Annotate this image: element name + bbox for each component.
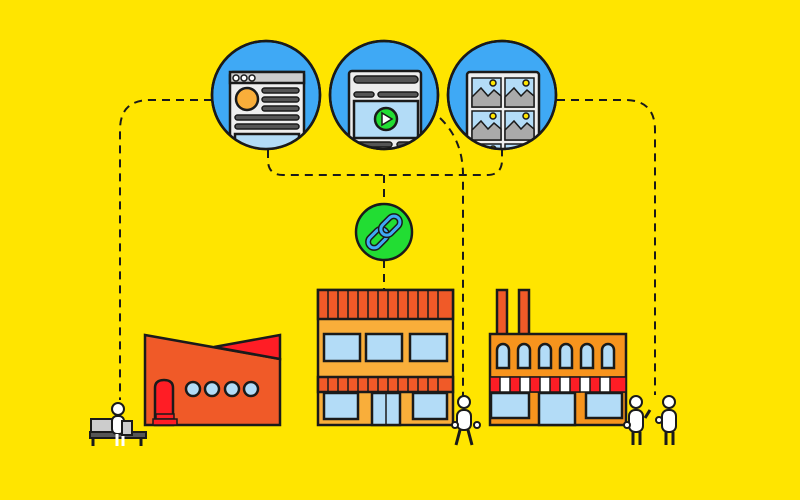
video-page-icon: [328, 39, 440, 151]
dashed-connectors: [119, 99, 656, 400]
striped-awning: [489, 376, 627, 393]
warehouse-building: [143, 333, 282, 427]
person-walking: [451, 395, 481, 446]
gallery-page-icon: [446, 39, 558, 151]
office-building: [316, 288, 455, 427]
factory-shop-building: [488, 288, 628, 427]
profile-page-icon: [210, 39, 322, 151]
link-icon: [354, 202, 414, 262]
person-on-bench: [89, 402, 147, 446]
people-talking: [623, 395, 677, 445]
